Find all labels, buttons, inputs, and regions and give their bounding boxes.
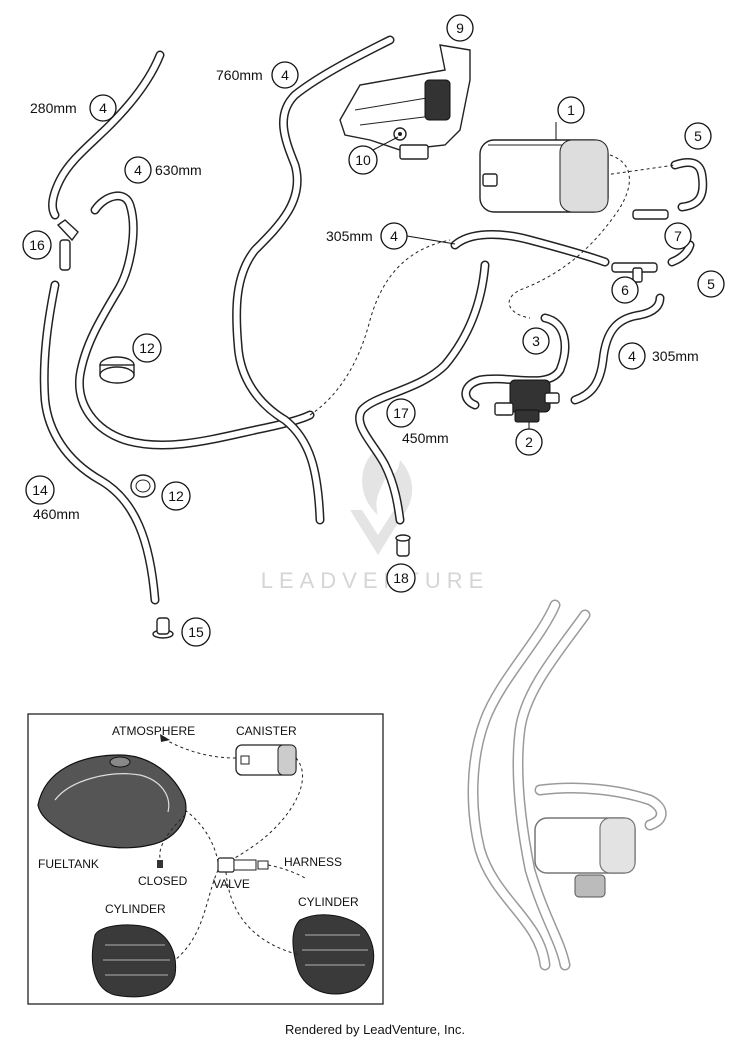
watermark-v-icon	[350, 510, 406, 555]
svg-text:6: 6	[621, 282, 629, 298]
y-fitting	[56, 219, 79, 271]
svg-text:2: 2	[525, 434, 533, 450]
footer-credit: Rendered by LeadVenture, Inc.	[285, 1022, 465, 1037]
callout: 10	[348, 136, 399, 175]
svg-text:16: 16	[29, 237, 45, 253]
cylinder-left-image	[91, 924, 177, 998]
canister	[479, 139, 609, 213]
svg-text:760mm: 760mm	[216, 67, 263, 83]
callout: 6	[611, 276, 639, 304]
svg-text:7: 7	[674, 228, 682, 244]
callout: 1	[555, 96, 585, 140]
svg-text:17: 17	[393, 405, 409, 421]
svg-text:12: 12	[139, 340, 155, 356]
watermark-flame-icon	[362, 450, 413, 520]
callout: 12	[132, 333, 162, 363]
label-atmosphere: ATMOSPHERE	[112, 724, 195, 738]
connector	[632, 209, 669, 220]
hose-450mm	[355, 260, 490, 525]
routing-line	[309, 239, 451, 416]
callout-450mm: 17 450mm	[386, 398, 449, 446]
routing-line	[604, 164, 676, 176]
plug	[395, 534, 411, 557]
label-valve: VALVE	[213, 877, 250, 891]
purge-valve	[494, 379, 560, 423]
callout-760mm: 760mm 4	[216, 61, 299, 89]
callout-280mm: 280mm 4	[30, 94, 117, 122]
plug	[152, 617, 174, 639]
svg-text:5: 5	[694, 128, 702, 144]
hose-clamp	[130, 474, 156, 498]
svg-text:5: 5	[707, 276, 715, 292]
callout: 12	[161, 481, 191, 511]
label-closed: CLOSED	[138, 874, 188, 888]
svg-text:305mm: 305mm	[326, 228, 373, 244]
canister-bracket	[339, 44, 471, 160]
svg-text:15: 15	[188, 624, 204, 640]
svg-text:18: 18	[393, 570, 409, 586]
label-cylinder-left: CYLINDER	[105, 902, 166, 916]
callout: 15	[181, 617, 211, 647]
hose-clamp	[99, 356, 135, 384]
svg-text:450mm: 450mm	[402, 430, 449, 446]
assembly-preview	[467, 599, 667, 971]
callout-305mm-lower: 4 305mm	[618, 342, 699, 370]
svg-text:460mm: 460mm	[33, 506, 80, 522]
callout: 9	[446, 14, 474, 42]
svg-text:4: 4	[134, 162, 142, 178]
svg-text:10: 10	[355, 152, 371, 168]
hose-460mm	[39, 280, 160, 605]
label-cylinder-right: CYLINDER	[298, 895, 359, 909]
callout: 2	[515, 422, 543, 456]
label-harness: HARNESS	[284, 855, 342, 869]
hose-305mm-lower	[570, 293, 665, 405]
callout: 5	[697, 270, 725, 298]
svg-text:1: 1	[567, 102, 575, 118]
label-canister: CANISTER	[236, 724, 297, 738]
cylinder-right-image	[292, 914, 375, 995]
svg-text:12: 12	[168, 488, 184, 504]
hose-280mm	[48, 50, 165, 220]
svg-text:630mm: 630mm	[155, 162, 202, 178]
watermark: LEADVENTURE	[261, 450, 490, 593]
callout-305mm-upper: 305mm 4	[326, 222, 456, 250]
hose-760mm	[232, 35, 395, 525]
callout: 5	[684, 122, 712, 150]
svg-text:4: 4	[281, 67, 289, 83]
svg-text:280mm: 280mm	[30, 100, 77, 116]
svg-text:3: 3	[532, 333, 540, 349]
callout: 3	[522, 327, 550, 355]
callout-460mm: 14 460mm	[25, 475, 80, 522]
svg-text:305mm: 305mm	[652, 348, 699, 364]
schematic-inset: ATMOSPHERE CANISTER FUELTANK CLOSED VALV…	[27, 713, 384, 1005]
label-fueltank: FUELTANK	[38, 857, 99, 871]
callout: 7	[664, 222, 692, 250]
svg-text:4: 4	[390, 228, 398, 244]
hose-630mm	[74, 191, 315, 450]
t-fitting	[611, 262, 658, 283]
svg-text:4: 4	[628, 348, 636, 364]
hose-5-upper	[670, 158, 708, 212]
svg-text:4: 4	[99, 100, 107, 116]
svg-text:14: 14	[32, 482, 48, 498]
callout: 18	[386, 563, 416, 593]
callout: 16	[22, 230, 52, 260]
callout-630mm: 4 630mm	[124, 156, 202, 184]
routing-line	[508, 154, 630, 319]
hose-305mm-upper	[450, 230, 610, 267]
svg-text:9: 9	[456, 20, 464, 36]
hose-5-lower	[667, 240, 695, 267]
watermark-text: LEADVENTURE	[261, 568, 490, 593]
